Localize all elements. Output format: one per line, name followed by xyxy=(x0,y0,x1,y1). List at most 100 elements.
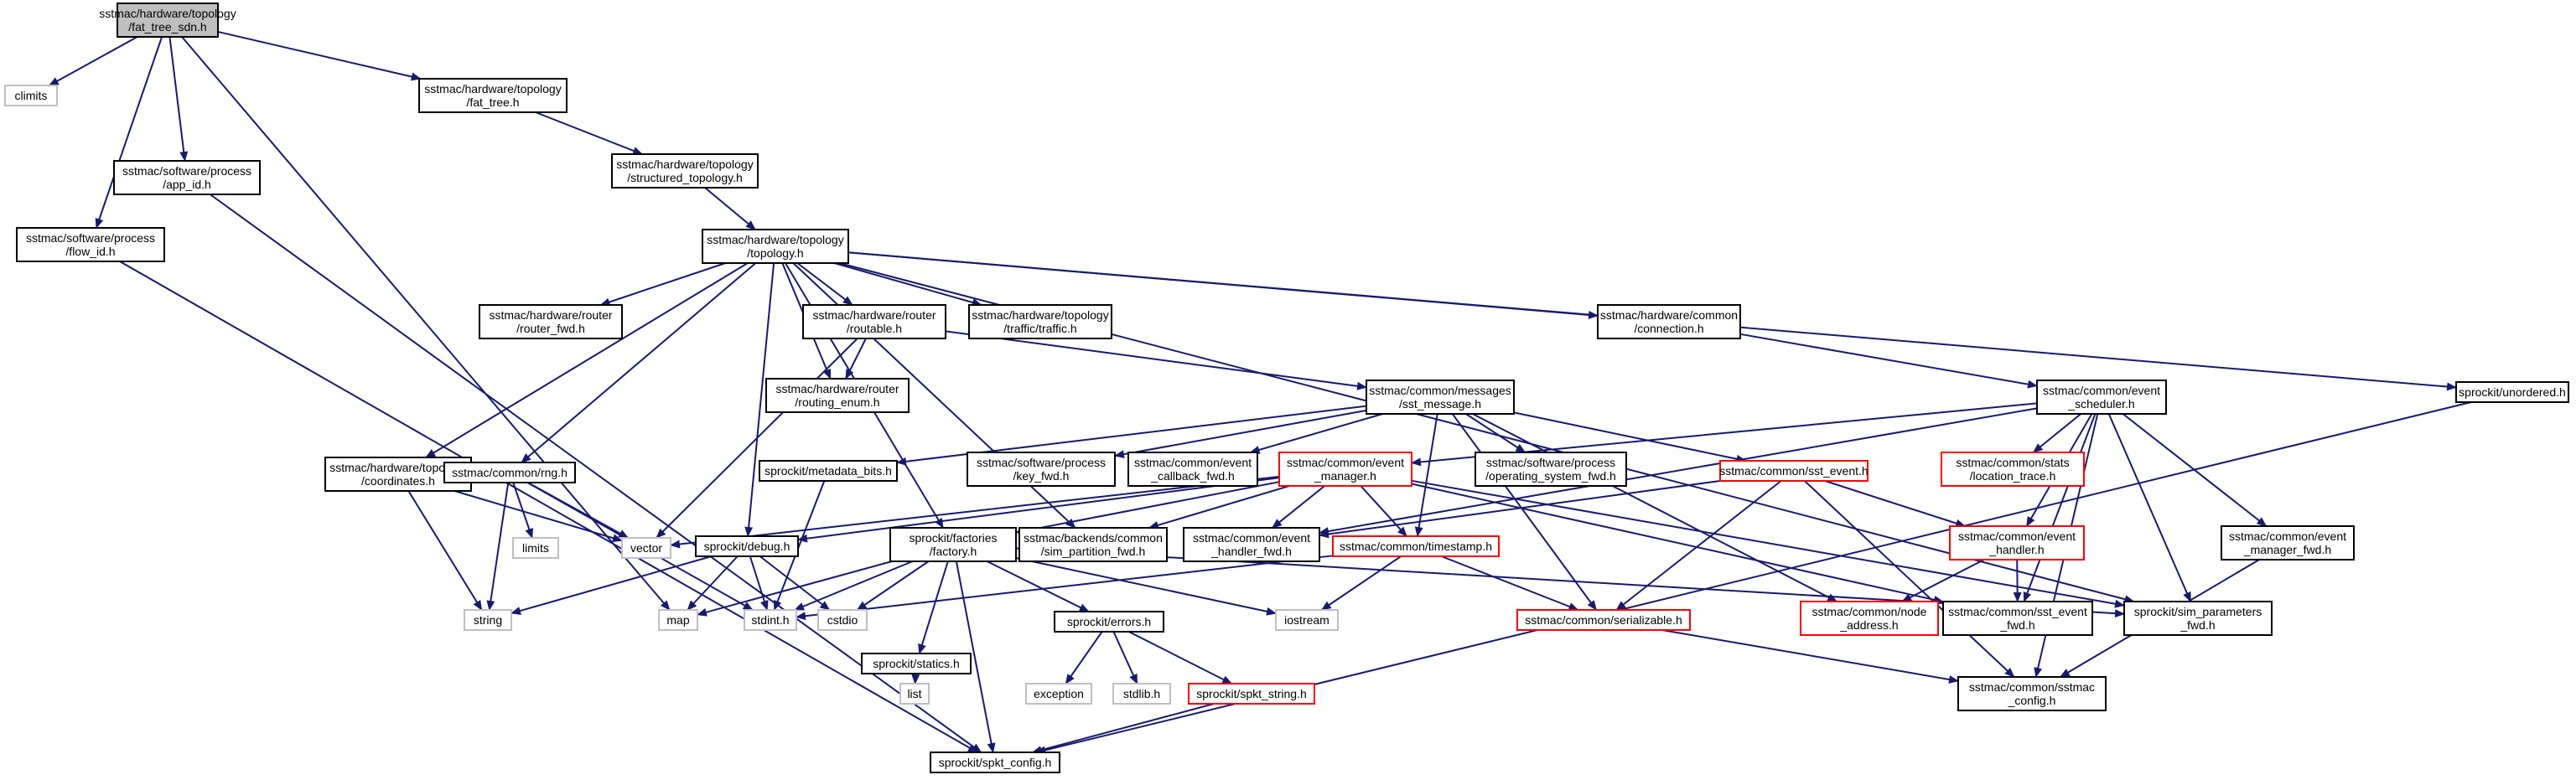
edge-routable-to-routing_enum xyxy=(845,338,867,380)
edge-serializable-to-sstmac_config xyxy=(1661,629,1959,684)
edge-event_manager-to-event_handler_fwd xyxy=(1272,485,1325,529)
node-box xyxy=(418,78,568,113)
node-label: stdlib.h xyxy=(1123,687,1160,700)
node-routing-enum[interactable]: sstmac/hardware/router/routing_enum.h xyxy=(765,378,910,413)
edge-fat_tree_sdn-to-climits xyxy=(48,36,138,86)
edge-factory-to-cstdio xyxy=(856,560,930,611)
node-box xyxy=(1719,460,1869,482)
edge-event_manager-to-sst_event_fwd xyxy=(1411,483,1944,604)
node-fat-tree[interactable]: sstmac/hardware/topology/fat_tree.h xyxy=(418,78,568,113)
node-box xyxy=(802,304,946,339)
node-serializable[interactable]: sstmac/common/serializable.h xyxy=(1516,609,1691,631)
edge-spkt_string-to-spkt_config xyxy=(1031,703,1215,754)
node-box xyxy=(1025,683,1092,705)
edge-sst_message-to-serializable xyxy=(1451,413,1598,611)
edge-event_manager-to-timestamp xyxy=(1360,485,1407,537)
node-label: /coordinates.h xyxy=(361,474,435,488)
node-label: sprockit/errors.h xyxy=(1067,615,1151,628)
node-event-manager[interactable]: sstmac/common/event_manager.h xyxy=(1278,452,1412,487)
node-spkt-config[interactable]: sprockit/spkt_config.h xyxy=(930,752,1060,773)
node-sst-event-fwd[interactable]: sstmac/common/sst_event_fwd.h xyxy=(1942,601,2093,636)
edge-sst_message-to-timestamp xyxy=(1414,413,1438,537)
node-label: /key_fwd.h xyxy=(1013,469,1070,483)
node-node-address[interactable]: sstmac/common/node_address.h xyxy=(1800,601,1939,636)
node-operating-system-fwd[interactable]: sstmac/software/process/operating_system… xyxy=(1475,452,1627,487)
node-box xyxy=(1275,609,1339,631)
edge-errors-to-spkt_string xyxy=(1128,631,1233,684)
edge-routable-to-vector xyxy=(656,338,858,539)
node-box xyxy=(765,378,910,413)
edge-event_handler-to-node_address xyxy=(1901,559,1985,602)
node-label: sprockit/unordered.h xyxy=(2459,385,2566,399)
node-label: limits xyxy=(522,541,549,555)
node-label: _handler_fwd.h xyxy=(1210,545,1292,558)
node-box xyxy=(968,304,1112,339)
node-sst-event[interactable]: sstmac/common/sst_event.h xyxy=(1719,460,1869,482)
node-box xyxy=(1800,601,1939,636)
node-statics[interactable]: sprockit/statics.h xyxy=(861,653,972,674)
edge-fat_tree_sdn-to-flow_id xyxy=(95,36,163,229)
node-stdint: stdint.h xyxy=(744,609,797,631)
node-sim-parameters-fwd[interactable]: sprockit/sim_parameters_fwd.h xyxy=(2123,601,2273,636)
node-label: sstmac/software/process xyxy=(977,456,1106,469)
node-label: sstmac/common/event xyxy=(1958,529,2076,543)
edge-errors-to-stdlib xyxy=(1112,631,1138,684)
node-label: vector xyxy=(630,541,662,555)
node-label: _callback_fwd.h xyxy=(1150,469,1235,483)
node-sim-partition-fwd[interactable]: sstmac/backends/common/sim_partition_fwd… xyxy=(1018,527,1168,562)
node-label: sstmac/common/event xyxy=(2043,384,2160,397)
edge-rng-to-string xyxy=(486,482,510,611)
node-label: sstmac/hardware/router xyxy=(489,308,612,322)
node-label: sprockit/debug.h xyxy=(704,540,790,553)
node-factory[interactable]: sprockit/factories/factory.h xyxy=(889,527,1017,562)
node-routable[interactable]: sstmac/hardware/router/routable.h xyxy=(802,304,946,339)
node-rng[interactable]: sstmac/common/rng.h xyxy=(443,462,576,483)
node-sstmac-config[interactable]: sstmac/common/sstmac_config.h xyxy=(1957,676,2107,711)
node-box xyxy=(1942,601,2093,636)
node-errors[interactable]: sprockit/errors.h xyxy=(1054,611,1164,633)
node-event-callback-fwd[interactable]: sstmac/common/event_callback_fwd.h xyxy=(1127,452,1258,487)
node-exception: exception xyxy=(1025,683,1092,705)
node-label: sstmac/common/messages xyxy=(1369,384,1511,397)
node-label: sprockit/metadata_bits.h xyxy=(765,464,892,478)
node-iostream: iostream xyxy=(1275,609,1339,631)
node-box xyxy=(1278,452,1412,487)
node-traffic[interactable]: sstmac/hardware/topology/traffic/traffic… xyxy=(968,304,1112,339)
edge-event_manager-to-sim_parameters_fwd xyxy=(1411,479,2125,608)
node-fat-tree-sdn[interactable]: sstmac/hardware/topology/fat_tree_sdn.h xyxy=(99,3,236,38)
node-flow-id[interactable]: sstmac/software/process/flow_id.h xyxy=(16,227,165,262)
node-event-handler-fwd[interactable]: sstmac/common/event_handler_fwd.h xyxy=(1183,527,1320,562)
edge-sst_event-to-event_handler_fwd xyxy=(1319,479,1721,539)
node-event-scheduler[interactable]: sstmac/common/event_scheduler.h xyxy=(2036,380,2167,415)
node-sst-message[interactable]: sstmac/common/messages/sst_message.h xyxy=(1366,380,1515,415)
node-event-manager-fwd[interactable]: sstmac/common/event_manager_fwd.h xyxy=(2221,525,2355,560)
node-connection[interactable]: sstmac/hardware/common/connection.h xyxy=(1597,304,1741,339)
edge-topology-to-rng xyxy=(521,262,757,463)
node-label: _scheduler.h xyxy=(2067,397,2134,411)
node-box xyxy=(889,527,1017,562)
node-unordered[interactable]: sprockit/unordered.h xyxy=(2455,381,2569,403)
node-timestamp[interactable]: sstmac/common/timestamp.h xyxy=(1332,535,1500,557)
node-label: sstmac/hardware/topology xyxy=(424,82,561,96)
node-metadata-bits[interactable]: sprockit/metadata_bits.h xyxy=(759,460,898,482)
node-label: sstmac/common/event xyxy=(1134,456,1252,469)
edge-coordinates-to-vector xyxy=(454,490,623,543)
node-label: sprockit/spkt_string.h xyxy=(1196,687,1307,700)
node-label: _address.h xyxy=(1839,618,1898,632)
node-key-fwd[interactable]: sstmac/software/process/key_fwd.h xyxy=(967,452,1116,487)
node-box xyxy=(113,160,261,195)
node-debug[interactable]: sprockit/debug.h xyxy=(695,535,799,557)
edge-fat_tree_sdn-to-fat_tree xyxy=(217,30,422,81)
node-location-trace[interactable]: sstmac/common/stats/location_trace.h xyxy=(1941,452,2085,487)
node-event-handler[interactable]: sstmac/common/event_handler.h xyxy=(1949,525,2085,560)
node-box xyxy=(1475,452,1627,487)
edge-event_scheduler-to-location_trace xyxy=(2032,413,2081,453)
node-app-id[interactable]: sstmac/software/process/app_id.h xyxy=(113,160,261,195)
node-box xyxy=(1018,527,1168,562)
node-structured-topology[interactable]: sstmac/hardware/topology/structured_topo… xyxy=(611,153,759,189)
node-box xyxy=(4,85,58,106)
node-router-fwd[interactable]: sstmac/hardware/router/router_fwd.h xyxy=(479,304,623,339)
node-topology[interactable]: sstmac/hardware/topology/topology.h xyxy=(702,229,849,264)
node-label: iostream xyxy=(1284,613,1329,627)
node-spkt-string[interactable]: sprockit/spkt_string.h xyxy=(1188,683,1315,705)
